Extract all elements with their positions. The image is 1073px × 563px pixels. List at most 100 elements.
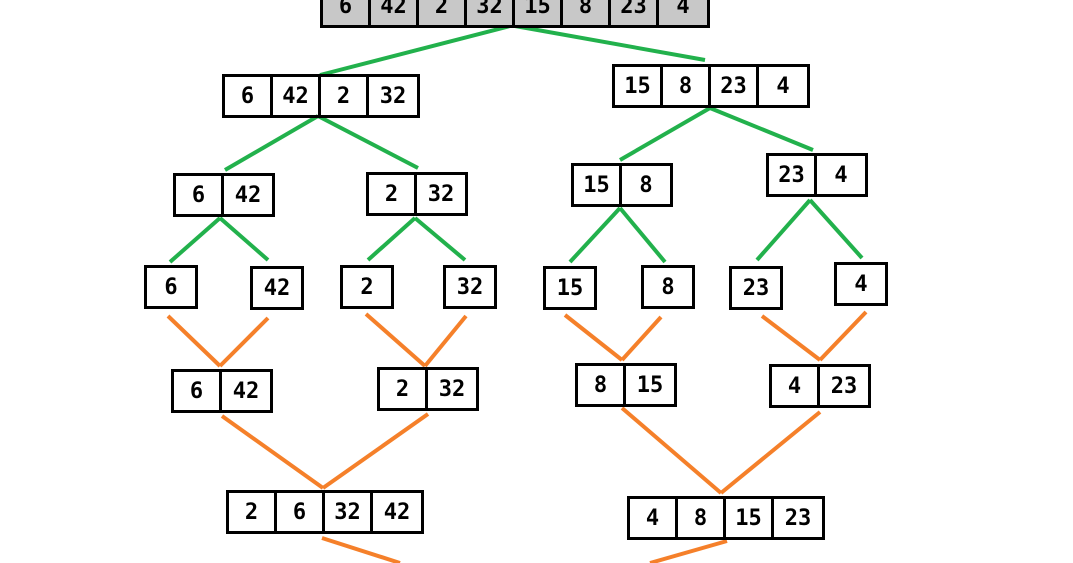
split-line (618, 106, 712, 162)
merge-line (321, 536, 401, 563)
array-cell: 23 (830, 373, 858, 399)
split-line (223, 114, 320, 172)
array-cell: 6 (174, 372, 222, 410)
array-cell: 15 (574, 166, 622, 204)
array-cell: 23 (784, 505, 812, 531)
array-cell: 15 (615, 67, 663, 105)
array-level2-d: 23 4 (766, 153, 868, 197)
split-line (618, 206, 667, 264)
split-line (709, 106, 814, 152)
array-level2-a: 6 42 (173, 173, 275, 217)
merge-line (620, 406, 723, 495)
array-leaf-6: 8 (641, 265, 695, 309)
array-merged-pair-a: 6 42 (171, 369, 273, 413)
array-level2-c: 15 8 (571, 163, 673, 207)
array-cell: 6 (323, 0, 371, 25)
split-line (568, 206, 622, 264)
array-cell: 4 (676, 0, 690, 19)
merge-line (620, 315, 663, 362)
array-leaf-8: 4 (834, 262, 888, 306)
array-cell: 6 (277, 493, 325, 531)
array-cell: 42 (273, 77, 321, 115)
array-cell: 2 (229, 493, 277, 531)
split-line (366, 216, 417, 262)
split-line (514, 24, 706, 62)
array-cell: 2 (369, 175, 417, 213)
merge-line (818, 310, 868, 362)
array-leaf-4: 32 (443, 265, 497, 309)
split-line (168, 216, 222, 264)
array-cell: 23 (742, 275, 770, 301)
array-leaf-1: 6 (144, 265, 198, 309)
array-level2-b: 2 32 (366, 172, 468, 216)
array-merged-pair-b: 2 32 (377, 367, 479, 411)
array-leaf-5: 15 (543, 266, 597, 310)
array-cell: 8 (563, 0, 611, 25)
merge-line (218, 316, 270, 368)
array-cell: 6 (164, 274, 178, 300)
array-cell: 42 (371, 0, 419, 25)
array-cell: 2 (321, 77, 369, 115)
merge-line (166, 314, 222, 368)
array-cell: 8 (578, 366, 626, 404)
array-cell: 32 (438, 376, 466, 402)
array-cell: 32 (325, 493, 373, 531)
merge-line (760, 314, 822, 362)
array-cell: 8 (678, 499, 726, 537)
array-cell: 8 (663, 67, 711, 105)
array-cell: 32 (427, 181, 455, 207)
array-cell: 32 (467, 0, 515, 25)
array-cell: 42 (263, 275, 291, 301)
split-line (808, 198, 864, 260)
array-cell: 42 (383, 499, 411, 525)
split-line (317, 114, 419, 170)
array-cell: 4 (630, 499, 678, 537)
array-cell: 23 (711, 67, 759, 105)
array-merged-pair-c: 8 15 (575, 363, 677, 407)
array-cell: 4 (854, 271, 868, 297)
array-cell: 32 (456, 274, 484, 300)
array-cell: 2 (360, 274, 374, 300)
split-line (319, 24, 511, 77)
array-cell: 15 (515, 0, 563, 25)
array-cell: 23 (611, 0, 659, 25)
array-cell: 2 (380, 370, 428, 408)
array-cell: 23 (769, 156, 817, 194)
array-cell: 8 (661, 274, 675, 300)
array-cell: 15 (636, 372, 664, 398)
split-line (413, 216, 467, 262)
merge-line (719, 410, 822, 495)
merge-line (220, 414, 325, 490)
array-cell: 4 (834, 162, 848, 188)
array-cell: 4 (772, 367, 820, 405)
array-cell: 4 (776, 73, 790, 99)
merge-line (364, 312, 427, 368)
split-line (218, 216, 270, 262)
array-cell: 6 (176, 176, 224, 214)
merge-lines (166, 310, 868, 563)
array-cell: 32 (379, 83, 407, 109)
array-leaf-2: 42 (250, 266, 304, 310)
array-cell: 15 (726, 499, 774, 537)
merge-line (321, 412, 430, 490)
merge-line (563, 313, 624, 362)
array-cell: 15 (556, 275, 584, 301)
merge-line (423, 314, 468, 368)
array-merged-pair-d: 4 23 (769, 364, 871, 408)
array-leaf-3: 2 (340, 265, 394, 309)
array-leaf-7: 23 (729, 266, 783, 310)
array-cell: 8 (639, 172, 653, 198)
split-line (755, 198, 812, 262)
array-cell: 2 (419, 0, 467, 25)
array-cell: 6 (225, 77, 273, 115)
merge-line (649, 539, 728, 563)
split-lines (168, 24, 864, 264)
array-cell: 42 (232, 378, 260, 404)
array-cell: 42 (234, 182, 262, 208)
